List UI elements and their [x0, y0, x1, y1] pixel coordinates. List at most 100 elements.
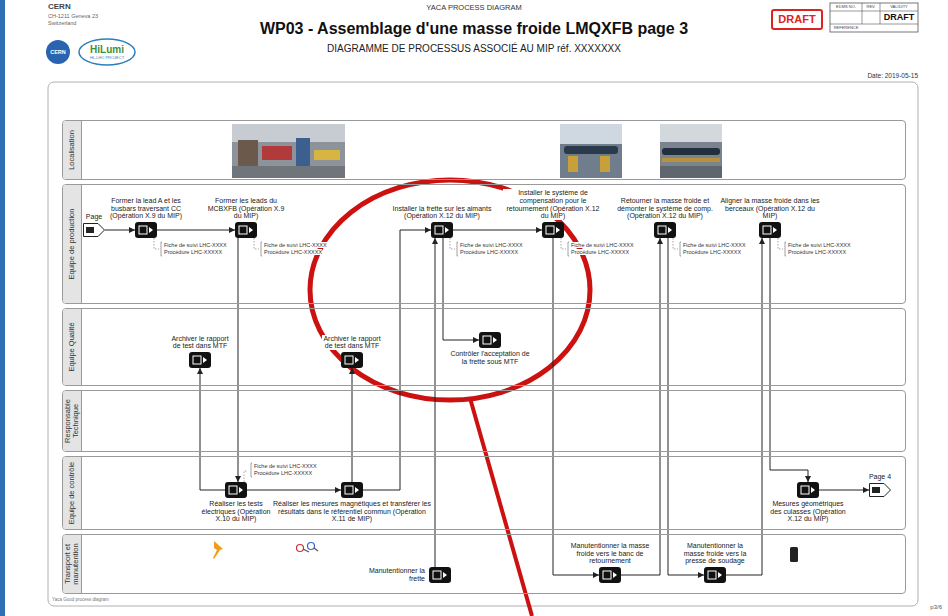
icon-glyph — [203, 357, 207, 363]
key-icon — [308, 543, 315, 550]
doc-reference: Procédure LHC-XXXXX — [164, 249, 222, 255]
task-label: Aligner la masse froide dans les berceau… — [720, 197, 820, 220]
icon-glyph — [811, 487, 815, 493]
doc-reference: Procédure LHC-XXXXX — [788, 249, 846, 255]
photo-ceiling — [232, 124, 345, 142]
flow-connector — [200, 368, 225, 490]
page-arrow-shape — [869, 483, 891, 497]
icon-glyph — [239, 226, 247, 234]
task-label: Installer la frette sur les aimants (Opé… — [392, 205, 492, 220]
bracket — [785, 242, 786, 256]
doc-reference: Procédure LHC-XXXXX — [571, 249, 629, 255]
task-box: Retourner la masse froide et démonter le… — [654, 222, 676, 238]
location-photo — [232, 124, 345, 178]
icon-glyph — [801, 486, 809, 494]
task-box: Manutentionner la frette — [429, 567, 451, 583]
photo-ceiling — [660, 124, 722, 142]
field-value: DRAFT — [884, 13, 915, 23]
task-box: Manutentionner la masse froide vers le b… — [599, 567, 621, 583]
flow-connector — [435, 238, 436, 567]
task-box: Archiver le rapport de test dans MTF — [341, 352, 363, 368]
icon-glyph — [229, 486, 237, 494]
doc-reference: Procédure LHC-XXXXX — [683, 249, 741, 255]
icon-glyph — [718, 572, 722, 578]
cern-logo — [46, 40, 70, 64]
task-label: Former la lead A et les busbars traversa… — [106, 197, 186, 220]
flow-connector — [668, 238, 704, 575]
page-connector: Page — [83, 223, 105, 237]
reference-box — [830, 3, 918, 32]
lane-label: Equipe Qualité — [68, 312, 76, 382]
bracket — [251, 463, 252, 477]
field-label: VALIDITY — [890, 5, 908, 9]
icon-glyph — [433, 571, 441, 579]
icon-glyph — [193, 356, 201, 364]
swimlane: Responsable Technique — [62, 390, 906, 452]
photo-ground — [560, 124, 622, 178]
photo-magnet — [564, 146, 618, 154]
icon-glyph — [708, 571, 716, 579]
field-label: EDMS NO. — [836, 5, 856, 9]
task-label: Manutentionner la masse froide vers le b… — [565, 542, 655, 565]
icon-glyph — [668, 227, 672, 233]
doc-reference: Fiche de suivi LHC-XXXX — [164, 242, 227, 248]
photo-floor — [660, 166, 722, 178]
task-label: Manutentionner la frette — [365, 567, 425, 582]
flow-connector — [553, 238, 599, 575]
bracket — [457, 242, 458, 256]
bracket — [261, 242, 262, 256]
address-line: Switzerland — [48, 20, 76, 26]
task-box: Réaliser les mesures magnétiques et tran… — [341, 482, 363, 498]
doc-reference: Procédure LHC-XXXXX — [254, 470, 312, 476]
device-icon — [790, 547, 798, 562]
page-arrow-shape — [83, 223, 105, 237]
leader-line — [254, 238, 259, 249]
task-label: Archiver le rapport de test dans MTF — [170, 335, 230, 350]
pushpin-icon — [213, 541, 223, 559]
task-box: Mesures géométriques des culasses (Opéra… — [797, 482, 819, 498]
highlight-pointer — [470, 398, 532, 616]
header-caption: YACA PROCESS DIAGRAM — [426, 4, 521, 12]
icon-glyph — [493, 337, 497, 343]
icon-glyph — [239, 487, 243, 493]
date-label: Date: 2019-05-15 — [867, 72, 918, 79]
photo-machine — [262, 146, 292, 160]
lane-label: Equipe de production — [68, 188, 76, 300]
side-bar — [0, 0, 5, 616]
task-label: Retourner la masse froide et démonter le… — [615, 197, 715, 220]
task-label: Archiver le rapport de test dans MTF — [322, 335, 382, 350]
task-icon — [189, 352, 211, 368]
task-box: Aligner la masse froide dans les berceau… — [759, 222, 781, 238]
doc-reference: Procédure LHC-XXXXX — [460, 249, 518, 255]
task-icon — [599, 567, 621, 583]
page-arrow-outline — [870, 484, 891, 497]
flow-connector — [238, 238, 239, 482]
flow-connector — [247, 490, 341, 491]
doc-reference: Procédure LHC-XXXXX — [264, 249, 322, 255]
address-line: CH-1211 Geneva 23 — [48, 13, 98, 19]
leader-line — [673, 238, 678, 249]
task-box: Installer la frette sur les aimants (Opé… — [431, 222, 453, 238]
icon-glyph — [355, 487, 359, 493]
icon-glyph — [345, 356, 353, 364]
photo-support — [568, 156, 578, 172]
flow-connector — [726, 238, 762, 575]
doc-reference: Fiche de suivi LHC-XXXX — [571, 242, 634, 248]
reference-brackets — [154, 238, 786, 482]
icon-glyph — [613, 572, 617, 578]
task-icon — [654, 222, 676, 238]
leader-line — [244, 471, 248, 482]
task-label: Page — [86, 213, 102, 221]
logo-text: CERN — [50, 49, 66, 55]
flow-connector — [453, 230, 542, 231]
task-icon — [341, 482, 363, 498]
bracket — [568, 242, 569, 256]
task-icon — [797, 482, 819, 498]
bracket — [680, 242, 681, 256]
doc-reference: Fiche de suivi LHC-XXXX — [683, 242, 746, 248]
task-box: Former les leads du MCBXFB (Opération X.… — [235, 222, 257, 238]
leader-line — [561, 238, 566, 249]
photo-support — [600, 156, 610, 172]
task-box: Manutentionner la masse froide vers la p… — [704, 567, 726, 583]
page-arrow-mark — [872, 487, 880, 493]
